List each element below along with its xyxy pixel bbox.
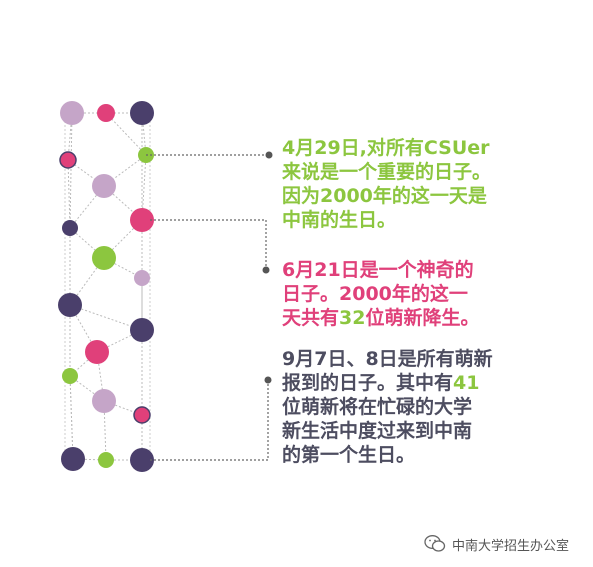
block3-highlight-number: 41: [453, 372, 480, 394]
network-node: [92, 174, 116, 198]
connector-dot-2: [262, 266, 270, 274]
network-edge: [103, 154, 147, 187]
block3-line-5: 的第一个生日。: [282, 444, 416, 466]
block2-line-2: 日子。2000年的这一: [282, 283, 468, 305]
wechat-icon: [424, 535, 446, 552]
network-node: [59, 151, 77, 169]
network-node: [61, 447, 85, 471]
network-node: [62, 368, 78, 384]
network-edge: [141, 154, 147, 221]
network-node: [92, 389, 116, 413]
network-node: [62, 220, 78, 236]
network-node: [97, 104, 115, 122]
connector-line-3: [150, 382, 269, 461]
network-node: [134, 270, 150, 286]
network-edge: [69, 375, 74, 460]
network-edge: [69, 304, 143, 331]
network-node: [58, 293, 82, 317]
text-block-2: 6月21日是一个神奇的 日子。2000年的这一 天共有32位萌新降生。: [282, 258, 479, 330]
block3-line-2: 报到的日子。其中有41: [282, 371, 493, 395]
block2-highlight-number: 32: [339, 307, 366, 329]
network-node: [130, 101, 154, 125]
network-node: [60, 101, 84, 125]
callout-connectors: [146, 151, 273, 461]
watermark-text: 中南大学招生办公室: [452, 538, 570, 554]
block1-line-2: 来说是一个重要的日子。: [282, 161, 492, 183]
text-block-3: 9月7日、8日是所有萌新 报到的日子。其中有41 位萌新将在忙碌的大学 新生活中…: [282, 347, 493, 467]
network-edge: [69, 112, 73, 229]
block1-line-4: 中南的生日。: [282, 209, 397, 231]
network-nodes: [58, 101, 154, 472]
network-node: [130, 208, 154, 232]
network-node: [92, 246, 116, 270]
connector-dot-1: [265, 151, 273, 159]
block2-line-3-post: 位萌新降生。: [365, 307, 480, 329]
network-node: [130, 318, 154, 342]
network-edge: [69, 375, 105, 402]
block1-line-1: 4月29日,对所有CSUer: [282, 137, 490, 159]
network-node: [130, 448, 154, 472]
network-node: [85, 340, 109, 364]
connector-dot-3: [264, 376, 272, 384]
connector-line-2: [150, 219, 267, 268]
text-block-1: 4月29日,对所有CSUer 来说是一个重要的日子。 因为2000年的这一天是 …: [282, 136, 491, 232]
block3-line-2-pre: 报到的日子。其中有: [282, 372, 454, 394]
block2-line-3: 天共有32位萌新降生。: [282, 306, 479, 330]
network-node: [98, 452, 114, 468]
block2-line-3-pre: 天共有: [282, 307, 340, 329]
block1-line-3: 因为2000年的这一天是: [282, 185, 487, 207]
block3-line-3: 位萌新将在忙碌的大学: [282, 396, 473, 418]
network-edge: [141, 112, 147, 156]
network-edge: [103, 257, 143, 279]
network-edge: [67, 159, 71, 229]
network-node: [133, 406, 151, 424]
block3-line-1: 9月7日、8日是所有萌新: [282, 348, 493, 370]
network-edge: [105, 112, 147, 156]
watermark: 中南大学招生办公室: [424, 533, 569, 555]
block2-line-1: 6月21日是一个神奇的: [282, 259, 474, 281]
block3-line-4: 新生活中度过来到中南: [282, 420, 473, 442]
